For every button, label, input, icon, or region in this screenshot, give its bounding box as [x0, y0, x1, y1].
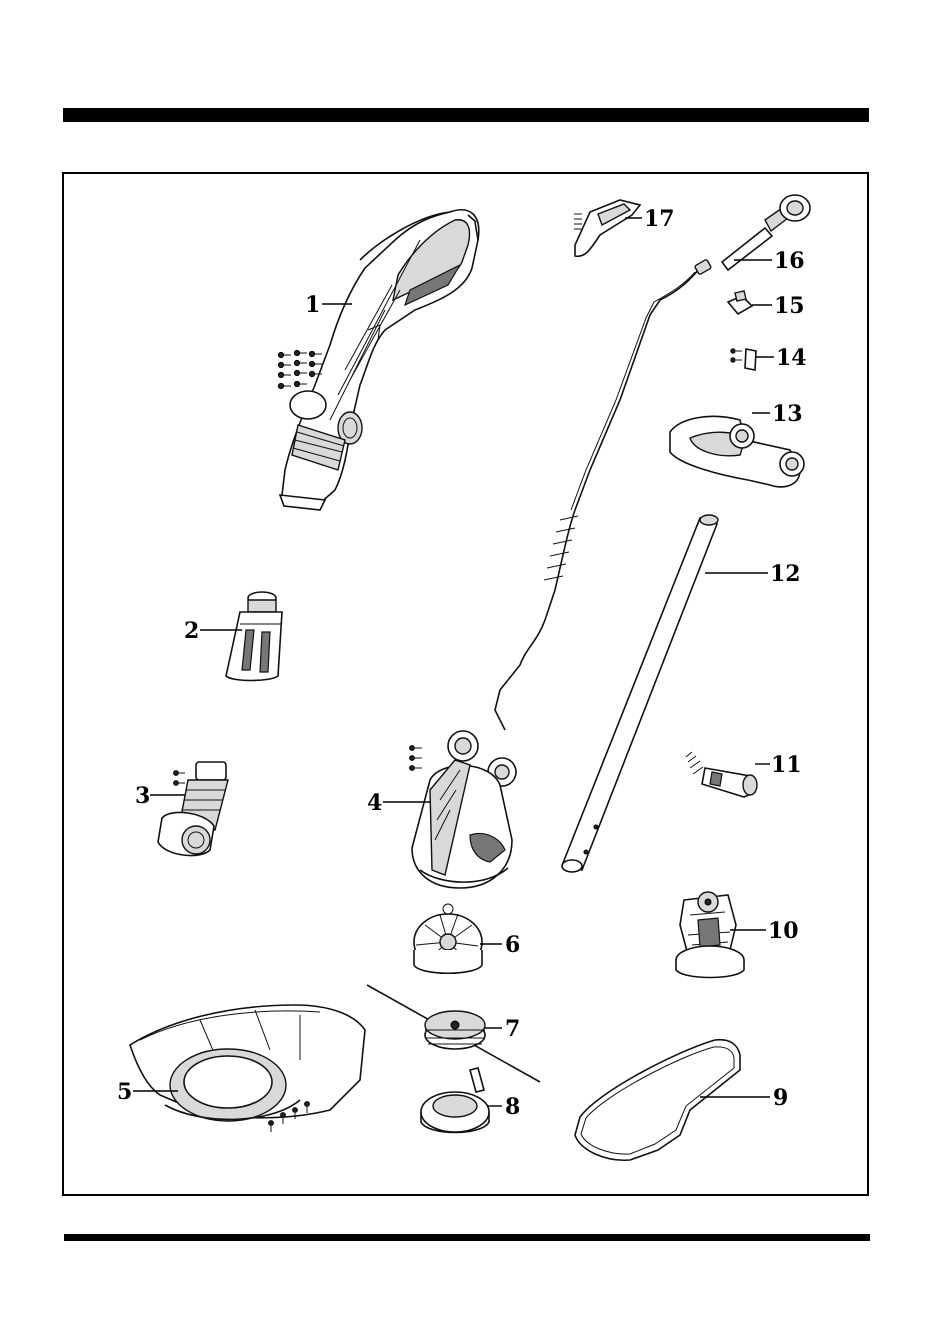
- part-8-spool-cap: [421, 1068, 489, 1133]
- cable-assembly: [495, 259, 712, 730]
- part-14-clip: [731, 349, 756, 370]
- part-label-7: 7: [505, 1016, 520, 1042]
- part-2-coupler: [226, 592, 282, 681]
- part-label-1: 1: [305, 292, 320, 318]
- part-label-9: 9: [773, 1085, 788, 1111]
- part-label-15: 15: [774, 293, 805, 319]
- part-label-12: 12: [770, 561, 801, 587]
- part-label-11: 11: [771, 752, 802, 778]
- part-label-3: 3: [135, 783, 150, 809]
- part-label-10: 10: [768, 918, 799, 944]
- part-17-trigger: [574, 200, 640, 256]
- part-12-shaft-tube: [562, 515, 718, 872]
- part-6-fan: [414, 904, 482, 973]
- part-3-pivot-tube: [158, 762, 228, 856]
- part-label-17: 17: [644, 206, 675, 232]
- part-label-14: 14: [776, 345, 807, 371]
- part-label-6: 6: [505, 932, 520, 958]
- part-10-motor: [676, 892, 744, 978]
- part-label-4: 4: [367, 790, 382, 816]
- part-5-guard: [130, 1005, 365, 1132]
- part-9-gasket: [575, 1040, 740, 1161]
- part-label-5: 5: [117, 1079, 132, 1105]
- part-label-2: 2: [184, 618, 199, 644]
- part-1-handle-housing: [278, 210, 478, 510]
- part-15-switch: [728, 291, 752, 314]
- part-label-16: 16: [774, 248, 805, 274]
- part-label-13: 13: [772, 401, 803, 427]
- part-label-8: 8: [505, 1094, 520, 1120]
- part-4-motor-housing: [410, 731, 516, 888]
- part-11-switch-rod: [686, 752, 757, 797]
